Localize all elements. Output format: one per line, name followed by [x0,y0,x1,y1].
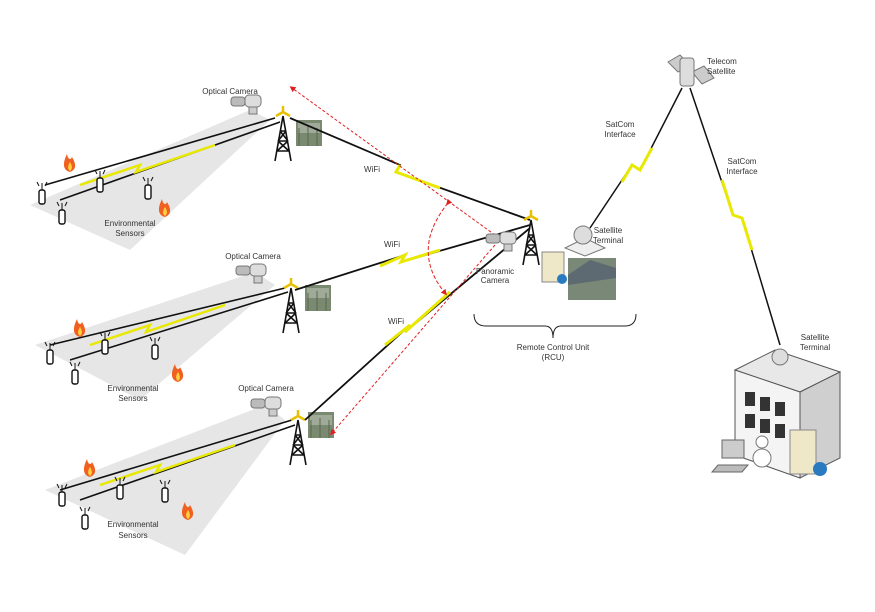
camera-coverage-area [35,272,275,400]
satellite-label: Telecom [707,57,737,66]
sensors-label: Environmental [107,520,158,529]
optical-camera-icon [230,94,262,115]
site-photo [295,119,323,147]
wireless-link [384,290,451,347]
wireless-link [379,248,441,268]
sensor-icon [114,476,126,500]
sensor-icon [36,181,48,205]
wifi-label: WiFi [364,165,380,174]
rcu: Panoramic Camera Satellite Terminal Remo… [473,208,637,362]
sensors-label: Sensors [118,394,147,403]
panoramic-camera-label: Panoramic [476,267,514,276]
satellite-label: Satellite [707,67,736,76]
sensor-icon [56,483,68,507]
satcom-label: SatCom [728,157,757,166]
tower-icon [273,104,293,163]
panoramic-camera-icon [485,231,517,252]
fire-icon [73,319,86,337]
wifi-label: WiFi [388,317,404,326]
satellite-dish-icon [771,348,789,366]
server-icon [541,251,567,284]
wireless-link [79,143,216,187]
satcom-link-1 [589,87,683,229]
camera-label: Optical Camera [238,384,294,393]
rcu-tower-icon [521,208,541,267]
sensors-label: Environmental [104,219,155,228]
satcom-label: Interface [604,130,636,139]
sensor-icon [79,506,91,530]
user-icon [752,435,772,468]
wireless-link [620,147,654,183]
sensor-icon [94,169,106,193]
wireless-link [720,179,754,251]
camera-coverage-area [30,110,270,250]
satellite-dish-icon [563,225,607,257]
sensor-icon [142,176,154,200]
rcu-brace [473,313,637,339]
satellite-terminal-label: Satellite [801,333,830,342]
camera-coverage-area [45,405,285,555]
site-photo [304,284,332,312]
sensors-label: Environmental [107,384,158,393]
satellite-terminal-label: Terminal [593,236,623,245]
tower-icon [281,276,301,335]
panoramic-camera-label: Camera [481,276,510,285]
tower-icon [288,408,308,467]
wifi-links: WiFi WiFi WiFi [289,117,531,421]
rcu-photo [568,258,616,300]
satcom-label: SatCom [606,120,635,129]
sensor-icon [159,479,171,503]
sensor-icon [44,341,56,365]
wireless-link [393,164,441,190]
satellite-terminal-label: Terminal [800,343,830,352]
wireless-link [89,303,226,347]
camera-ray [289,86,496,236]
site-2: Optical Camera Environmental Sensors [35,252,332,403]
server-icon [789,429,827,476]
sensor-icon [56,201,68,225]
rcu-label: (RCU) [542,353,565,362]
sensors-label: Sensors [115,229,144,238]
sensor-icon [99,331,111,355]
sensor-icon [69,361,81,385]
satcom-label: Interface [726,167,758,176]
panoramic-camera-rays [289,86,496,436]
site-3: Optical Camera Environmental Sensors [45,384,335,555]
camera-label: Optical Camera [225,252,281,261]
site-photo [307,411,335,439]
control-center: Satellite Terminal [710,333,842,479]
rcu-label: Remote Control Unit [517,343,590,352]
building-icon [733,349,842,479]
pan-angle-arc [427,198,453,296]
sensors-label: Sensors [118,531,147,540]
camera-label: Optical Camera [202,87,258,96]
wifi-link-1 [289,117,531,221]
wifi-label: WiFi [384,240,400,249]
site-1: Optical Camera Environmental Sensors [30,87,323,250]
sensor-icon [149,336,161,360]
wireless-link [99,443,236,487]
telecom-satellite: Telecom Satellite [667,54,737,87]
camera-ray [330,244,496,436]
fire-icon [63,154,76,172]
workstation-icon [710,439,750,473]
satcom-links: SatCom Interface SatCom Interface [589,87,781,346]
fire-icon [83,459,96,477]
satellite-terminal-label: Satellite [594,226,623,235]
